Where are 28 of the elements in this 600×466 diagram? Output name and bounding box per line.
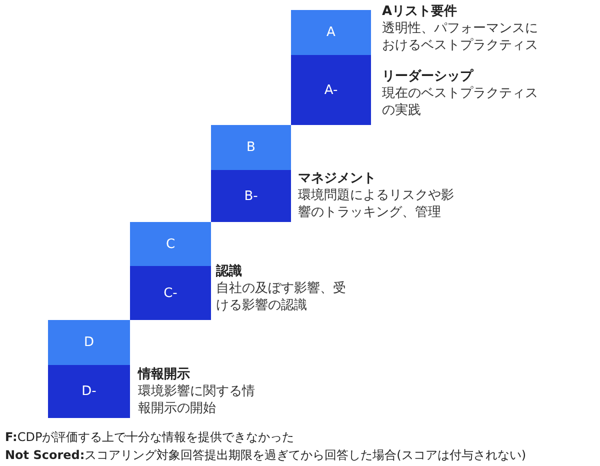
level-description: 現在のベストプラクティスの実践 [382,85,539,119]
score-block [291,10,371,55]
score-block [211,125,291,170]
footnote: Not Scored:スコアリング対象回答提出期限を過ぎてから回答した場合(スコアは付与されない) [5,447,526,464]
score-block [130,266,211,320]
score-label: C [166,236,176,252]
score-label: C- [164,286,178,300]
level-description: 環境影響に関する情報開示の開始 [138,383,256,417]
score-label: B [246,140,256,155]
level-description: 透明性、パフォーマンスにおけるベストプラクティス [382,20,539,54]
score-block [48,365,130,418]
score-label: A- [324,82,338,98]
score-block [130,222,211,266]
level-heading: マネジメント [298,170,377,187]
score-block [211,170,291,222]
score-block [48,320,130,365]
level-heading: 情報開示 [138,366,191,383]
level-description: 自社の及ぼす影響、受ける影響の認識 [216,280,346,314]
score-label: B- [244,188,258,204]
level-heading: リーダーシップ [382,68,475,85]
level-heading: Aリスト要件 [382,3,458,20]
score-label: A [326,25,336,40]
score-label: D [84,335,94,350]
score-label: D- [82,384,96,399]
level-description: 環境問題によるリスクや影響のトラッキング、管理 [298,187,455,221]
score-block [291,55,371,125]
footnote: F:CDPが評価する上で十分な情報を提供できなかった [5,429,294,446]
level-heading: 認識 [216,263,243,280]
